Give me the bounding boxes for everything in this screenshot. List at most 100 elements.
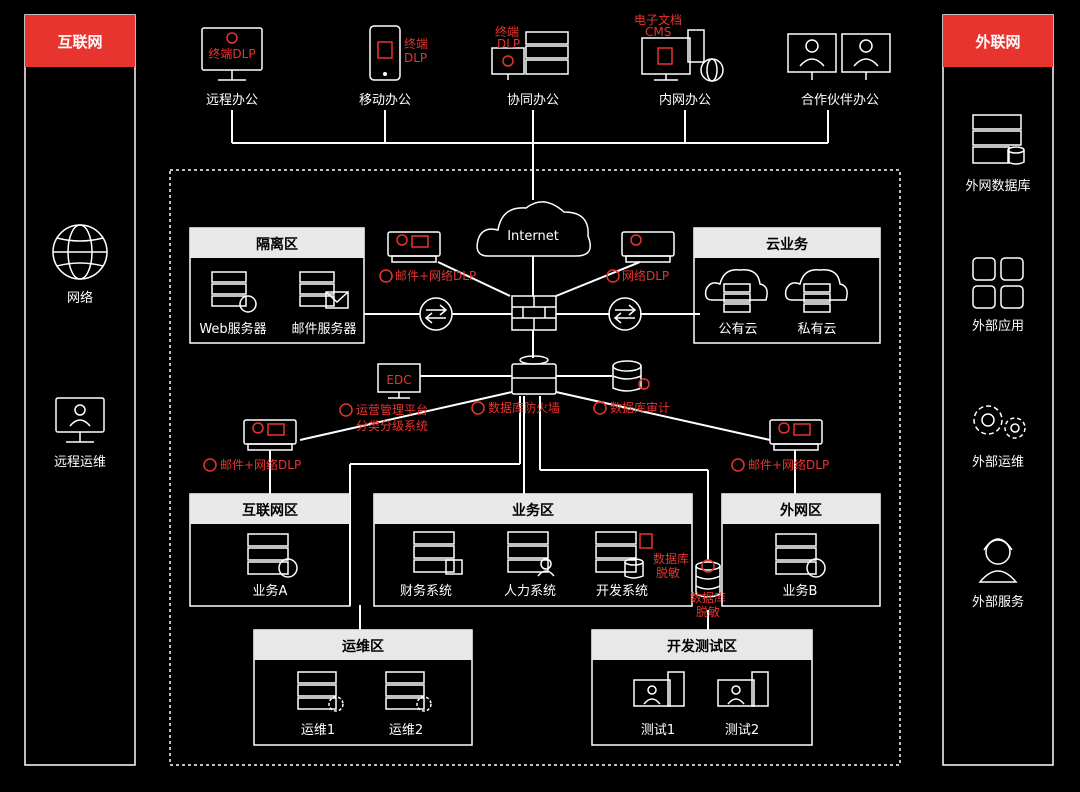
zone-isolation-title: 隔离区 — [256, 236, 298, 253]
business-a-label: 业务A — [253, 583, 288, 599]
security-badge-icon — [203, 458, 217, 472]
gears-icon — [973, 405, 1026, 439]
zone-business: 业务区 财务系统 人力系统 开发系统 数据库 脱敏 — [373, 493, 693, 607]
business-b-label: 业务B — [783, 583, 818, 599]
business-a-server-icon — [247, 533, 298, 578]
left-panel: 互联网 网络 远程运维 — [24, 14, 136, 766]
public-cloud-label: 公有云 — [718, 322, 757, 337]
db-firewall-appliance — [511, 355, 557, 395]
ops-platform-label-2: 分类分级系统 — [356, 419, 428, 433]
edc-label: EDC — [386, 373, 411, 387]
desensitize-badge-icon — [639, 533, 653, 549]
security-badge-icon — [471, 401, 485, 415]
collab-dlp-tag-1: 终端 — [495, 24, 519, 39]
zone-ops: 运维区 运维1 运维2 — [253, 629, 473, 746]
business-b-server-icon — [775, 533, 826, 578]
internet-cloud: Internet — [476, 201, 591, 257]
zone-devtest: 开发测试区 测试1 测试2 — [591, 629, 813, 746]
test1-workstation-icon — [633, 671, 685, 707]
ops2-server-icon — [385, 671, 432, 712]
private-cloud-icon — [784, 269, 848, 313]
edc-monitor-icon — [377, 363, 421, 399]
service-agent-icon — [978, 538, 1018, 583]
mobile-office-label: 移动办公 — [359, 93, 411, 108]
test2-workstation-icon — [717, 671, 769, 707]
remote-office-monitor-icon — [201, 27, 263, 81]
net-dlp-label: 网络DLP — [622, 268, 669, 283]
internet-label: Internet — [507, 229, 559, 244]
db-audit-icon — [612, 360, 650, 392]
finance-server-icon — [413, 531, 463, 575]
zone-cloud-business: 云业务 公有云 私有云 — [693, 227, 881, 344]
mail-server-label: 邮件服务器 — [291, 321, 356, 337]
partner-office-label: 合作伙伴办公 — [801, 93, 879, 108]
test2-label: 测试2 — [725, 723, 759, 738]
zone-ops-title: 运维区 — [342, 638, 384, 655]
public-cloud-icon — [704, 269, 768, 313]
desens-1-b: 脱敏 — [656, 565, 680, 580]
collab-office-label: 协同办公 — [507, 93, 559, 108]
ops1-label: 运维1 — [301, 723, 335, 738]
mail-dlp-appliance-top — [387, 231, 441, 263]
intranet-office-label: 内网办公 — [659, 92, 711, 108]
partner-monitors-icon — [787, 33, 891, 80]
collab-dlp-tag-2: DLP — [497, 37, 520, 51]
db-desensitize-icon — [695, 559, 721, 598]
web-server-icon — [211, 271, 257, 313]
globe-icon — [52, 224, 108, 280]
zone-external: 外网区 业务B — [721, 493, 881, 607]
security-badge-icon — [593, 401, 607, 415]
ops2-label: 运维2 — [389, 723, 423, 738]
endpoint-dlp-tag: 终端DLP — [208, 46, 255, 61]
zone-external-title: 外网区 — [780, 502, 822, 519]
database-server-icon — [972, 114, 1025, 165]
intranet-monitor-globe-icon — [641, 29, 724, 82]
mail-dlp-appliance-right — [769, 419, 823, 451]
zone-internet: 互联网区 业务A — [189, 493, 351, 607]
mail-server-icon — [299, 271, 349, 309]
network-label: 网络 — [67, 290, 93, 306]
external-db-label: 外网数据库 — [965, 178, 1030, 194]
remote-office-label: 远程办公 — [206, 93, 258, 108]
zone-internet-title: 互联网区 — [242, 503, 298, 519]
right-panel: 外联网 外网数据库 外部应用 外部运维 外部服务 — [942, 14, 1054, 766]
security-badge-icon — [606, 269, 620, 283]
collab-monitor-server-icon — [491, 31, 569, 80]
mobile-dlp-tag-1: 终端 — [404, 36, 428, 51]
ops1-server-icon — [297, 671, 344, 712]
zone-business-title: 业务区 — [512, 502, 554, 519]
mobile-dlp-tag-2: DLP — [404, 51, 427, 65]
mail-dlp-right-label: 邮件+网络DLP — [748, 457, 829, 472]
net-dlp-appliance-right — [621, 231, 675, 263]
mail-dlp-left-label: 邮件+网络DLP — [220, 457, 301, 472]
apps-grid-icon — [972, 257, 1024, 309]
security-badge-icon — [339, 403, 353, 417]
db-audit-label: 数据库审计 — [610, 400, 670, 415]
left-router-icon — [419, 297, 453, 331]
test1-label: 测试1 — [641, 723, 675, 738]
dev-server-icon — [595, 531, 644, 579]
firewall-icon — [511, 295, 557, 331]
db-firewall-label: 数据库防火墙 — [488, 400, 560, 415]
finance-system-label: 财务系统 — [400, 583, 452, 599]
external-ops-label: 外部运维 — [972, 455, 1024, 470]
right-panel-title: 外联网 — [974, 33, 1020, 51]
intranet-cms-tag: CMS — [645, 25, 671, 39]
mail-dlp-appliance-left — [243, 419, 297, 451]
external-service-label: 外部服务 — [972, 594, 1024, 610]
hr-server-icon — [507, 531, 555, 577]
core-connections — [269, 256, 796, 630]
security-badge-icon — [731, 458, 745, 472]
mail-dlp-top-label: 邮件+网络DLP — [395, 268, 476, 283]
zone-isolation: 隔离区 Web服务器 邮件服务器 — [189, 227, 365, 344]
ops-platform-label-1: 运营管理平台 — [356, 402, 428, 417]
hr-system-label: 人力系统 — [504, 584, 556, 599]
zone-devtest-title: 开发测试区 — [667, 638, 737, 655]
desens-2-a: 数据库 — [690, 590, 726, 605]
security-badge-icon — [379, 269, 393, 283]
desens-2-b: 脱敏 — [696, 604, 720, 619]
web-server-label: Web服务器 — [199, 321, 266, 337]
intranet-doc-tag: 电子文档 — [634, 12, 682, 27]
internal-network-boundary — [169, 169, 901, 766]
top-offices: 终端DLP 远程办公 终端 DLP 移动办公 终端 DLP 协同办公 — [201, 12, 891, 200]
